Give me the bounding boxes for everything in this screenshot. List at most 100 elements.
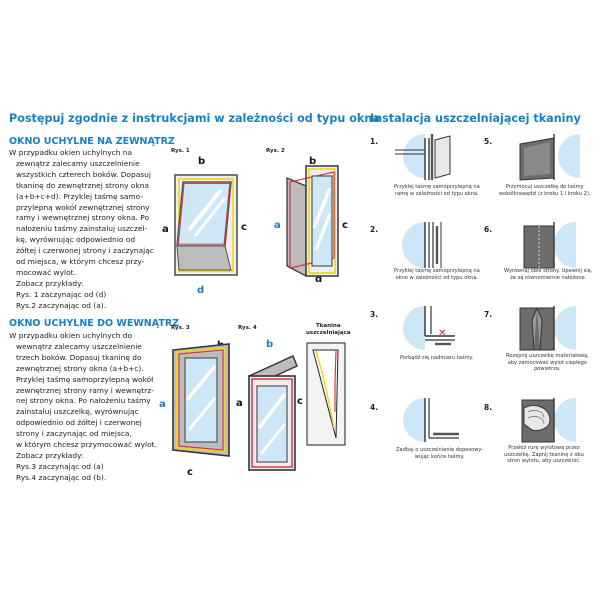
step-2-number: 2. [370,225,379,234]
figure-2-letter-a: a [274,220,281,231]
text-line: mocować wylot. [16,267,76,277]
caption-line: Przełóż rurę wylotową przez [508,445,580,451]
text-line: zainstaluj uszczelkę, wyrównując [16,407,139,417]
figure-3-letter-a: a [159,399,166,410]
caption-line: Zadbaj o uszczelnienie dopesowy- [396,447,484,453]
text-line: Rys.3 zaczynając od (a) [16,461,104,471]
step-3-number: 3. [370,310,379,319]
text-line: zewnętrznej strony ramy i wewnętrz- [16,385,154,395]
figure-3-window-diagram [172,343,230,457]
text-line: przylepną wokół zewnętrznej strony [16,202,150,212]
text-line: W przypadku okien uchylnych do [9,331,133,340]
figure-2-label: Rys. 2 [266,148,285,154]
figure-4-letter-b: b [266,339,274,350]
text-line: odpowiednio od żółtej i czerwonej [16,418,142,428]
caption-line: Przyklej taśmę samoprzylepną na [394,184,480,190]
figure-4-window-diagram [248,355,298,471]
text-line: Rys. 1 zaczynając od (d) [16,289,107,299]
figure-2-letter-b: b [309,156,317,167]
figure-1-letter-d: d [197,285,205,296]
section2-text: W przypadku okien uchylnych do wewnątrz … [9,331,157,484]
step-4-caption: Zadbaj o uszczelnienie dopesowy- wując k… [396,447,483,460]
fabric-diagram [306,342,346,446]
figure-2-window-diagram [286,165,339,278]
text-line: nej strony okna. Po nałożeniu taśmy [16,396,151,406]
caption-line: wując końce taśmy. [414,453,465,460]
step-6-caption: Wyrównaj oble strony. Upewnij się, że są… [504,268,592,281]
step-8-caption: Przełóż rurę wylotową przez uszczelkę. Z… [504,445,584,465]
figure-3-label: Rys. 3 [171,325,190,331]
text-line: Zobacz przykłady: [16,278,84,288]
step-1-caption: Przyklej taśmę samoprzylepną na ramę w z… [394,184,480,197]
figure-4-letter-a: a [236,398,243,409]
text-line: strony i zaczynając od miejsca, [16,429,132,439]
section1-title: OKNO UCHYLNE NA ZEWNĄTRZ [9,136,175,147]
text-line: trzech boków. Dopasuj tkaninę do [16,352,142,362]
text-line: W przypadku okien uchylnych na [9,148,133,157]
text-line: tkaninę do zewnętrznej strony okna [16,180,150,190]
text-line: (a+b+c+d). Przyklej taśmę samo- [16,191,143,201]
cross-icon: ✕ [438,328,446,339]
caption-line: Przymocuj uszczelkę do taśmy [505,184,584,190]
text-line: Przyklej taśmę samoprzylepną wokół [16,374,154,384]
text-line: Zobacz przykłady: [16,450,84,460]
figure-4-label: Rys. 4 [238,325,257,331]
caption-line: Porbądź się nadmiaru taśmy. [400,355,474,361]
step-5-number: 5. [484,137,493,146]
caption-line: powietrza. [534,366,561,373]
section1-text: W przypadku okien uchylnych na zewnątrz … [9,148,154,312]
fabric-label: Tkanina uszczelniająca [306,323,351,337]
step-1-illustration [395,134,451,180]
text-line: kę, wyrównując odpowiednio od [16,235,136,245]
caption-line: ramę w zależności od typu okna. [395,190,479,197]
section2-title: OKNO UCHYLNE DO WEWNĄTRZ [9,318,180,329]
step-8-illustration [521,398,576,443]
caption-line: wokółkrawędzi (z kroku 1 i kroku 2). [499,190,591,197]
fabric-label-line: uszczelniająca [306,330,351,336]
step-6-illustration [523,222,576,269]
step-3-caption: Porbądź się nadmiaru taśmy. [400,355,473,362]
right-heading: Instalacja uszczelniającej tkaniny [370,112,581,125]
text-line: w którym chcesz przymocować wylot. [16,440,157,450]
step-3-illustration: ✕ [403,306,455,350]
text-line: od miejsca, w którym chcesz przy- [16,257,145,267]
figure-1-letter-b: b [198,156,206,167]
text-line: wszystkich czterech boków. Dopasuj [16,169,151,179]
step-5-illustration [519,134,580,181]
caption-line: okno w zależności od typu okna. [395,274,479,281]
step-7-illustration [519,306,576,351]
caption-line: aby zamocować wylot ciepłego [507,359,588,366]
step-7-number: 7. [484,310,493,319]
figure-2-letter-d: d [315,274,323,285]
step-7-caption: Rozepnij uszczelkę materiałową, aby zamo… [506,353,589,373]
fabric-label-line: Tkanina [316,323,341,329]
text-line: wewnątrz zalecamy uszczelnienie [16,341,142,351]
text-line: Rys.4 zaczynając od (b). [16,472,107,482]
figure-1-window-diagram [174,174,238,276]
step-6-number: 6. [484,225,493,234]
caption-line: Rozepnij uszczelkę materiałową, [506,353,589,359]
text-line: Rys.2 zaczynając od (a). [16,300,107,310]
left-heading: Postępuj zgodnie z instrukcjami w zależn… [9,112,380,125]
figure-4-letter-c: c [297,396,303,407]
caption-line: stron wylotu, aby uszczelnić. [507,458,581,465]
step-2-illustration [401,221,442,268]
caption-line: uszczelkę. Zapnij tkaninę z obu [504,451,584,458]
figure-1-letter-c: c [241,222,247,233]
text-line: zewnętrznej strony okna (a+b+c). [16,363,144,373]
step-1-number: 1. [370,137,379,146]
caption-line: że są równomiernie nałożone. [510,274,587,281]
step-4-illustration [403,398,459,442]
figure-3-letter-c: c [187,467,193,478]
text-line: zewnątrz zalecamy uszczelnienie [16,158,140,168]
step-5-caption: Przymocuj uszczelkę do taśmy wokółkrawęd… [499,184,590,197]
step-2-caption: Przyklej taśmę samoprzylepną na okno w z… [394,268,480,281]
figure-1-letter-a: a [162,224,169,235]
step-4-number: 4. [370,403,379,412]
step-8-number: 8. [484,403,493,412]
caption-line: Przyklej taśmę samoprzylepną na [394,268,480,274]
figure-2-letter-c: c [342,220,348,231]
text-line: nałożeniu taśmy zainstaluj uszczel- [16,224,148,234]
text-line: żółtej i czerwonej strony i zaczynając [16,246,154,256]
text-line: ramy i wewnętrznej strony okna. Po [16,213,150,223]
